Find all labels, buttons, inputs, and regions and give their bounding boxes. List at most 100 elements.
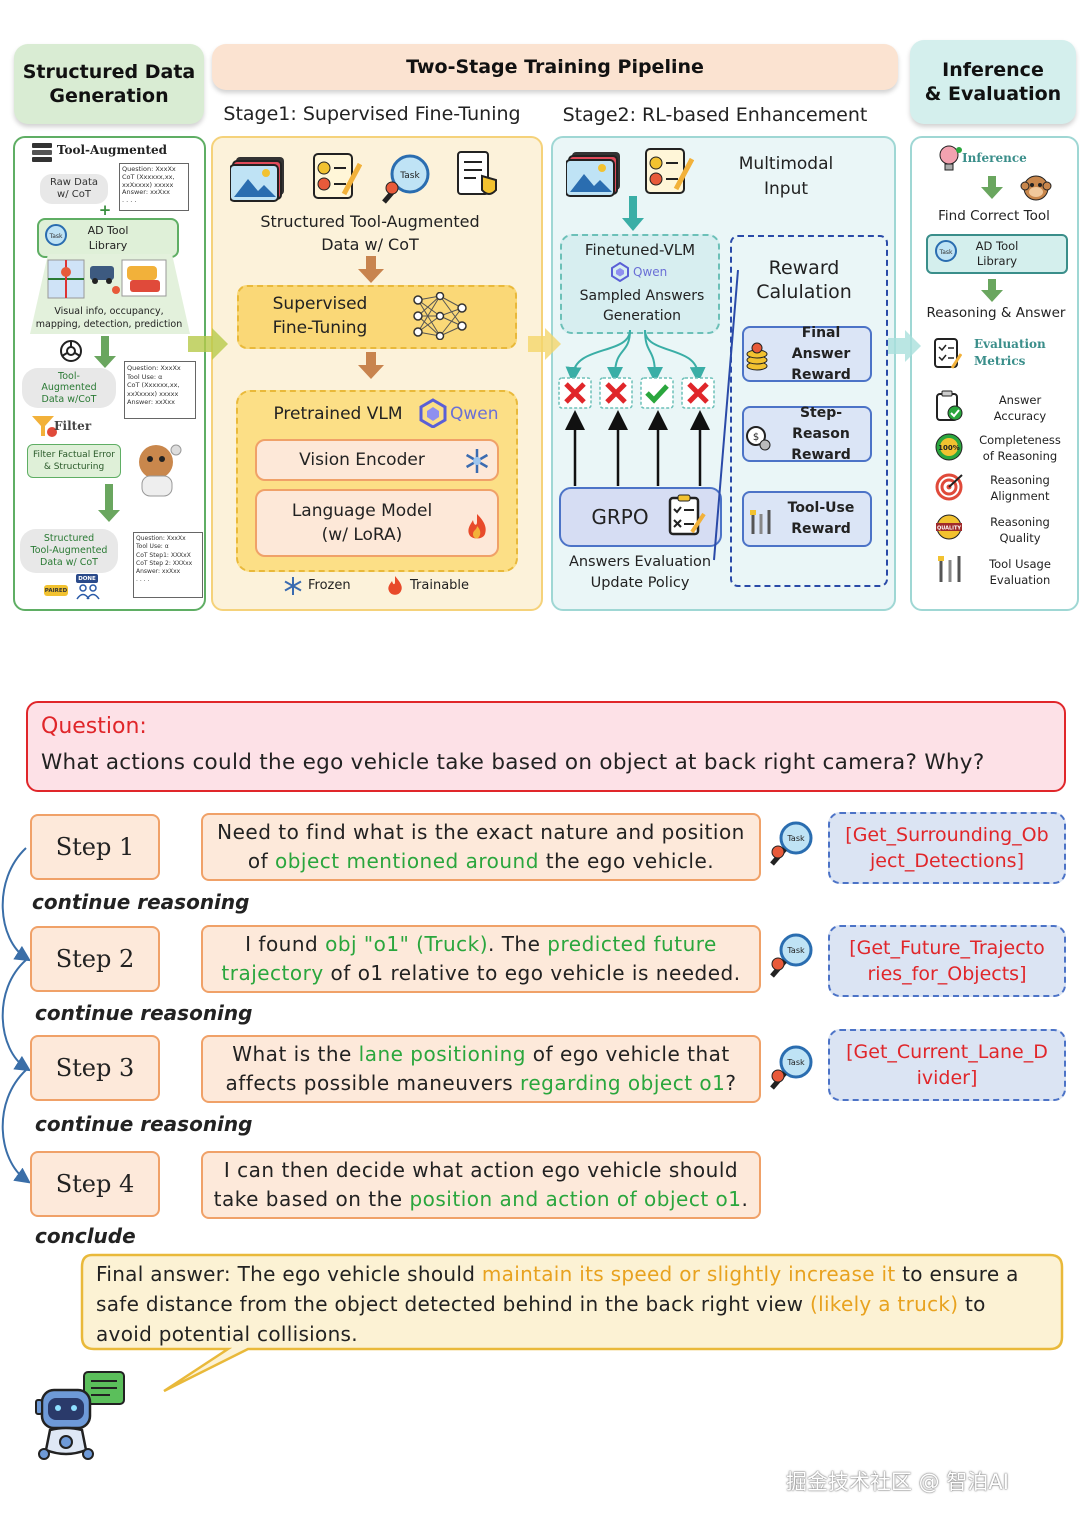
- tools-icon: [936, 554, 964, 588]
- flame-icon: [465, 512, 489, 546]
- metric-quality: Reasoning Quality: [990, 515, 1050, 545]
- reasoning-answer-label: Reasoning & Answer: [926, 305, 1066, 321]
- plus-icon: +: [98, 201, 112, 219]
- filter-icon: [30, 414, 58, 442]
- svg-text:QUALITY: QUALITY: [937, 526, 961, 532]
- task-gear-icon: Task: [934, 239, 960, 269]
- rich-text: I found obj "o1" (Truck). The predicted …: [221, 930, 740, 988]
- checklist-icon: [666, 494, 706, 542]
- finetuned-vlm-label: Finetuned-VLM: [584, 241, 696, 259]
- task-magnifier-icon: Task: [380, 150, 436, 210]
- svg-text:Task: Task: [49, 233, 63, 240]
- text-segment: to avoid potential collisions.: [96, 1292, 986, 1346]
- reject-icon: [558, 377, 592, 413]
- task-magnifier-icon: Task: [766, 928, 818, 984]
- down-arrow-icon: [981, 279, 1003, 302]
- svg-text:Task: Task: [939, 249, 953, 256]
- metric-completeness: Completeness of Reasoning: [979, 433, 1061, 463]
- neural-network-icon: [412, 291, 470, 344]
- svg-text:$: $: [753, 432, 759, 443]
- quiz-doc-icon: [310, 150, 363, 206]
- evaluation-metrics-label: Evaluation Metrics: [974, 337, 1046, 368]
- down-arrow-icon: [622, 196, 644, 231]
- step-3-next: continue reasoning: [35, 1112, 253, 1136]
- text-segment: of o1 relative to ego vehicle is needed.: [323, 961, 741, 985]
- images-icon: [229, 153, 290, 207]
- svg-text:Task: Task: [786, 946, 805, 955]
- structured-card: Question: XxxXx Tool Use: α CoT Step1: X…: [133, 532, 203, 598]
- svg-text:Task: Task: [786, 1058, 805, 1067]
- quality-badge-icon: QUALITY: [933, 512, 965, 546]
- target-icon: [934, 472, 964, 506]
- down-arrow-icon: [358, 256, 384, 283]
- done-badge: DONE: [76, 574, 98, 583]
- rich-text: Need to find what is the exact nature an…: [217, 818, 745, 876]
- clipboard-check-icon: [934, 390, 964, 426]
- finetuned-vlm-box: [560, 234, 720, 334]
- visual-info-area: [30, 254, 190, 334]
- quiz-doc-icon: [642, 145, 695, 201]
- rich-text: I can then decide what action ego vehicl…: [214, 1156, 749, 1214]
- down-arrow-icon: [94, 336, 116, 368]
- trainable-legend: Trainable: [410, 578, 470, 593]
- tool-call-1: [Get_Surrounding_Ob ject_Detections]: [828, 812, 1066, 884]
- evaluation-checklist-icon: [932, 336, 963, 374]
- qwen-logo-icon: [418, 398, 448, 432]
- frozen-legend: Frozen: [308, 578, 351, 593]
- pretrained-vlm-label: Pretrained VLM: [273, 404, 403, 424]
- text-segment: Final answer: The ego vehicle should: [96, 1262, 482, 1286]
- step-3-box: Step 3: [30, 1035, 160, 1101]
- speech-bubble: [80, 1253, 1064, 1393]
- text-segment: of ego vehicle that affects possible man…: [225, 1042, 730, 1095]
- document-shield-icon: [452, 150, 500, 204]
- brain-bulb-icon: [936, 144, 964, 178]
- text-segment: Need to find what is the exact nature an…: [217, 820, 745, 873]
- text-segment: position and action of object o1: [409, 1187, 742, 1211]
- header-inference: Inference & Evaluation: [910, 40, 1076, 124]
- qwen-label: Qwen: [450, 404, 499, 424]
- vision-encoder-box: Vision Encoder: [255, 439, 499, 481]
- text-segment: regarding object o1: [520, 1071, 726, 1095]
- coin-gear-icon: $: [744, 424, 772, 456]
- multimodal-input-label: Multimodal Input: [738, 154, 834, 199]
- header-pipeline: Two-Stage Training Pipeline: [212, 44, 898, 90]
- percent-badge-icon: 100%: [934, 432, 964, 466]
- rich-text: What is the lane positioning of ego vehi…: [225, 1040, 736, 1098]
- monkey-icon: [1020, 172, 1052, 208]
- step-2-next: continue reasoning: [35, 1001, 253, 1025]
- language-model-box: Language Model (w/ LoRA): [255, 489, 499, 557]
- sampling-arrows: [565, 329, 706, 383]
- qwen-logo-icon: [610, 261, 630, 286]
- raw-data-pill: Raw Data w/ CoT: [40, 174, 108, 204]
- grpo-label: GRPO: [591, 505, 649, 529]
- reward-calc-box: [730, 235, 888, 587]
- sampled-answers-label: Sampled Answers Generation: [579, 288, 705, 324]
- reject-icon: [681, 377, 715, 413]
- server-icon: [30, 141, 54, 167]
- text-segment: object mentioned around: [274, 849, 539, 873]
- capybara-astronaut-icon: [130, 440, 186, 504]
- stage1-title: Stage1: Supervised Fine-Tuning: [223, 103, 521, 125]
- tool-use-reward-box: Tool-Use Reward: [742, 491, 872, 547]
- text-segment: . The: [488, 932, 548, 956]
- step-1-next: continue reasoning: [32, 890, 250, 914]
- robot-chat-icon: [34, 1370, 130, 1466]
- task-magnifier-icon: Task: [766, 1040, 818, 1096]
- raw-data-card: Question: XxxXx CoT (Xxxxxx,xx, xxXxxxx)…: [119, 163, 189, 211]
- visual-info-caption: Visual info, occupancy, mapping, detecti…: [35, 306, 183, 330]
- paired-badge: PAIRED: [44, 585, 68, 596]
- task-gear-icon: Task: [44, 223, 70, 253]
- stage1-data-label: Structured Tool-Augmented Data w/ CoT: [260, 212, 480, 254]
- watermark: 掘金技术社区 @ 智泊AI: [786, 1470, 1009, 1494]
- filter-label: Filter: [54, 419, 92, 433]
- sft-box: [237, 285, 517, 349]
- find-tool-label: Find Correct Tool: [938, 208, 1050, 224]
- metric-alignment: Reasoning Alignment: [990, 473, 1050, 503]
- images-icon: [565, 148, 626, 202]
- final-answer-text: Final answer: The ego vehicle should mai…: [96, 1259, 1046, 1349]
- inference-label: Inference: [962, 151, 1027, 165]
- filter-factual-box: Filter Factual Error & Structuring: [27, 444, 121, 478]
- snowflake-legend-icon: [283, 576, 303, 600]
- down-arrow-icon: [358, 352, 384, 379]
- reward-calc-label: Reward Calulation: [756, 257, 852, 303]
